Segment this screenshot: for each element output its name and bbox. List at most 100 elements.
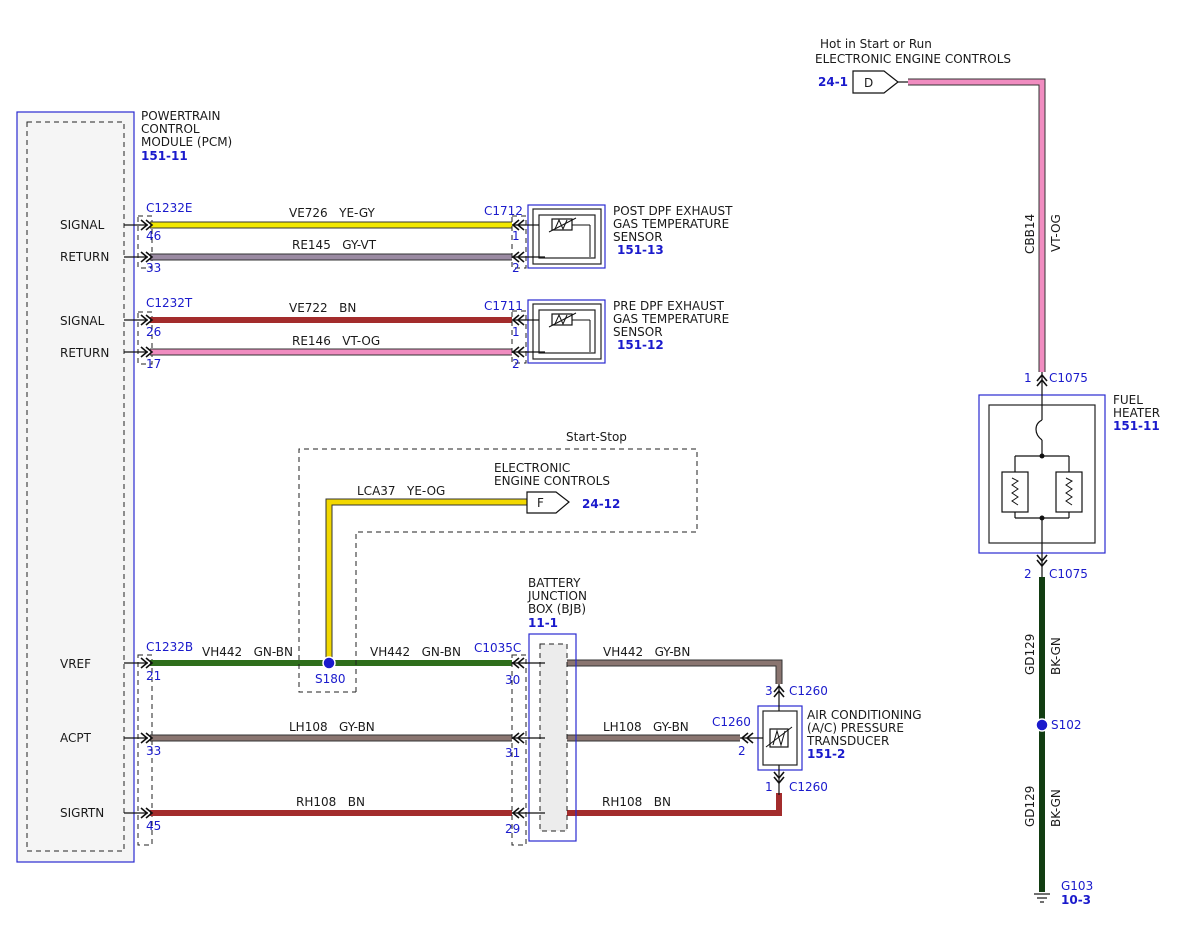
ac-ref[interactable]: 151-2 — [807, 747, 845, 761]
pcm-title-line-3: MODULE (PCM) — [141, 135, 232, 149]
pin-ac-3: 3 — [765, 684, 773, 698]
pcm-pin-return-1: RETURN — [60, 250, 109, 264]
wire-label-bk-gn-b: BK-GN — [1049, 789, 1063, 827]
wire-cbb14[interactable] — [908, 78, 1046, 372]
pre-dpf-line-2: GAS TEMPERATURE — [613, 312, 729, 326]
connector-c1232t-outline — [137, 311, 153, 365]
eec-flag-f[interactable]: F — [526, 491, 570, 514]
splice-s180[interactable] — [322, 656, 336, 670]
wire-label-gd129-a: GD129 — [1023, 634, 1037, 675]
wire-vh442-gy-bn-color — [545, 660, 782, 684]
connector-c1232b-label: C1232B — [146, 640, 193, 654]
wire-label-rh108-b: RH108 BN — [602, 795, 671, 809]
pcm-pin-signal-2: SIGNAL — [60, 314, 105, 328]
pre-dpf-ref[interactable]: 151-12 — [617, 338, 664, 352]
connector-c1075-label-top: C1075 — [1049, 371, 1088, 385]
top-feed-flag-d[interactable]: D — [852, 70, 908, 94]
eec-ref-24-12[interactable]: 24-12 — [582, 497, 620, 511]
pre-dpf-line-1: PRE DPF EXHAUST — [613, 299, 725, 313]
pre-dpf-line-3: SENSOR — [613, 325, 663, 339]
thermistor-icon — [548, 312, 591, 352]
ac-line-1: AIR CONDITIONING — [807, 708, 922, 722]
wire-label-lca37: LCA37 YE-OG — [357, 484, 445, 498]
pin-ac-2: 2 — [738, 744, 746, 758]
pin-17: 17 — [146, 357, 161, 371]
ground-ref[interactable]: 10-3 — [1061, 893, 1091, 907]
wire-label-bk-gn-a: BK-GN — [1049, 637, 1063, 675]
fuel-heater-line-2: HEATER — [1113, 406, 1160, 420]
pcm-pin-return-2: RETURN — [60, 346, 109, 360]
connector-c1711-label: C1711 — [484, 299, 523, 313]
post-dpf-ref[interactable]: 151-13 — [617, 243, 664, 257]
pcm-module: POWERTRAIN CONTROL MODULE (PCM) 151-11 S… — [16, 109, 232, 863]
heater-element-icon — [1055, 471, 1083, 513]
top-feed-line-2: ELECTRONIC ENGINE CONTROLS — [815, 52, 1011, 66]
bjb-line-2: JUNCTION — [527, 589, 587, 603]
pin-21: 21 — [146, 669, 161, 683]
bjb-ref[interactable]: 11-1 — [528, 616, 558, 630]
pressure-sensor-icon — [765, 726, 793, 748]
eec-line-1: ELECTRONIC — [494, 461, 570, 475]
top-feed-flag-d-label: D — [864, 76, 873, 90]
connector-c1260-label-c: C1260 — [789, 780, 828, 794]
post-dpf-line-1: POST DPF EXHAUST — [613, 204, 733, 218]
wire-cbb14-color — [908, 79, 1045, 372]
connector-c1260-label-a: C1260 — [789, 684, 828, 698]
eec-line-2: ENGINE CONTROLS — [494, 474, 610, 488]
wire-label-vt-og: VT-OG — [1049, 214, 1063, 252]
pin-pre-2: 2 — [512, 357, 520, 371]
wire-label-re146: RE146 VT-OG — [292, 334, 380, 348]
pin-fh-2: 2 — [1024, 567, 1032, 581]
fuel-heater-line-1: FUEL — [1113, 393, 1143, 407]
pin-26: 26 — [146, 325, 161, 339]
connector-c1075-label-bot: C1075 — [1049, 567, 1088, 581]
splice-s102-label: S102 — [1051, 718, 1082, 732]
pin-ac-1: 1 — [765, 780, 773, 794]
pin-fh-1: 1 — [1024, 371, 1032, 385]
top-feed-line-1: Hot in Start or Run — [820, 37, 932, 51]
pin-31: 31 — [505, 746, 520, 760]
pin-post-2: 2 — [512, 261, 520, 275]
fuel-heater — [978, 372, 1106, 577]
bjb-box — [511, 633, 577, 846]
connector-c1232b-outline — [137, 654, 153, 846]
eec-flag-f-label: F — [537, 496, 544, 510]
wire-label-rh108-a: RH108 BN — [296, 795, 365, 809]
ac-transducer — [740, 684, 803, 795]
heater-element-icon — [1001, 471, 1029, 513]
splice-s180-label: S180 — [315, 672, 346, 686]
ac-line-2: (A/C) PRESSURE — [807, 721, 904, 735]
splice-s102[interactable] — [1035, 718, 1049, 732]
pin-post-1: 1 — [512, 229, 520, 243]
wire-label-re145: RE145 GY-VT — [292, 238, 377, 252]
wire-lca37[interactable] — [325, 498, 528, 663]
post-dpf-line-2: GAS TEMPERATURE — [613, 217, 729, 231]
wire-label-vh442-c: VH442 GY-BN — [603, 645, 690, 659]
pin-45: 45 — [146, 819, 161, 833]
pre-dpf-sensor — [511, 299, 606, 364]
connector-c1260-label-b: C1260 — [712, 715, 751, 729]
connector-c1232t-label: C1232T — [146, 296, 193, 310]
pcm-ref[interactable]: 151-11 — [141, 149, 188, 163]
pcm-title-line-1: POWERTRAIN — [141, 109, 221, 123]
ground-id: G103 — [1061, 879, 1093, 893]
wire-vh442-gy-bn[interactable] — [545, 659, 783, 684]
wire-label-vh442-b: VH442 GN-BN — [370, 645, 461, 659]
pin-pre-1: 1 — [512, 325, 520, 339]
start-stop-region — [298, 448, 698, 693]
pin-33-b: 33 — [146, 744, 161, 758]
pcm-title-line-2: CONTROL — [141, 122, 200, 136]
wire-label-lh108-a: LH108 GY-BN — [289, 720, 375, 734]
wire-label-vh442-a: VH442 GN-BN — [202, 645, 293, 659]
pin-30: 30 — [505, 673, 520, 687]
wire-rh108[interactable] — [150, 793, 782, 816]
pin-46: 46 — [146, 229, 161, 243]
pin-29: 29 — [505, 822, 520, 836]
fuel-heater-ref[interactable]: 151-11 — [1113, 419, 1160, 433]
bjb-line-3: BOX (BJB) — [528, 602, 586, 616]
top-feed-ref[interactable]: 24-1 — [818, 75, 848, 89]
bjb-line-1: BATTERY — [528, 576, 581, 590]
wire-label-ve722: VE722 BN — [289, 301, 356, 315]
ac-line-3: TRANSDUCER — [806, 734, 889, 748]
